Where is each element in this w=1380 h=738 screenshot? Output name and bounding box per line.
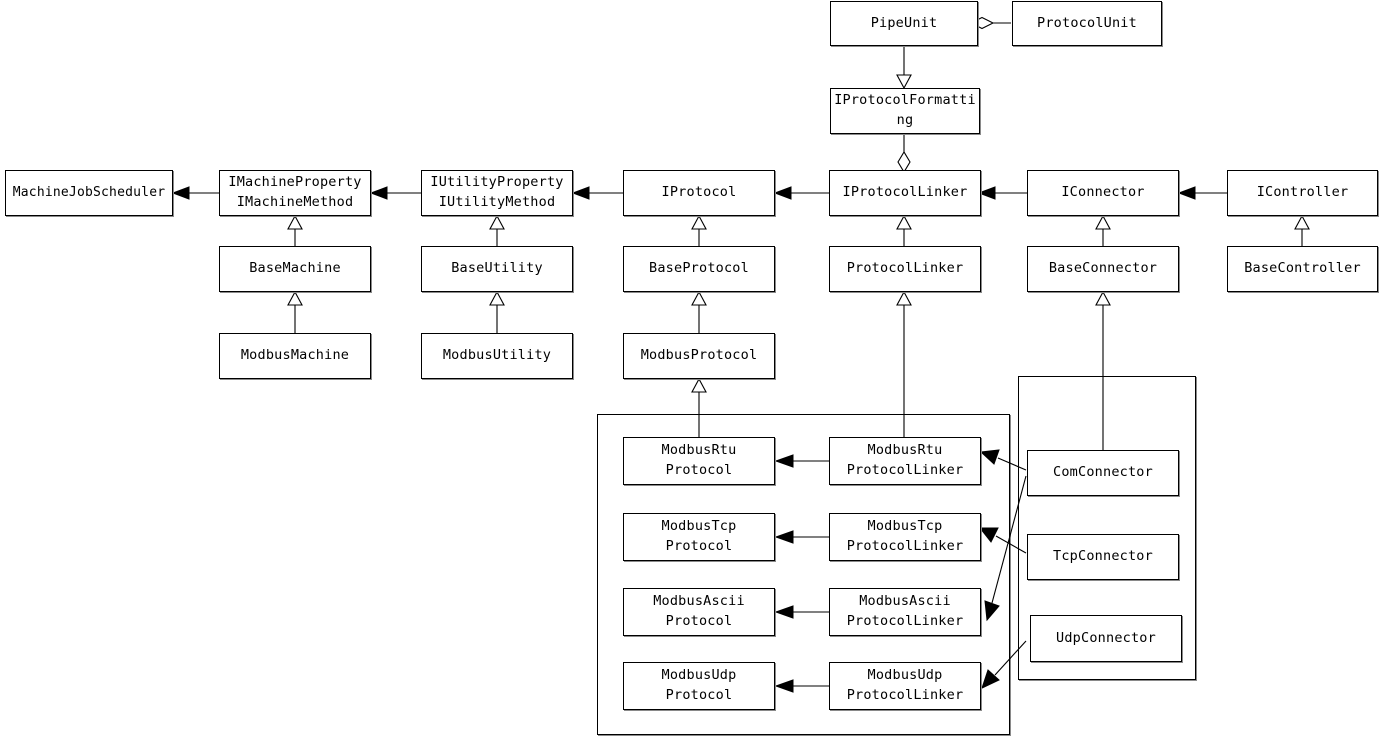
node-iprotocol-linker[interactable]: IProtocolLinker [829,170,981,216]
node-tcp-connector[interactable]: TcpConnector [1027,534,1179,580]
node-machine-job-scheduler[interactable]: MachineJobScheduler [5,170,173,216]
node-modbus-ascii-protocol[interactable]: ModbusAscii Protocol [623,588,775,636]
node-icontroller[interactable]: IController [1227,170,1378,216]
node-udp-connector[interactable]: UdpConnector [1030,615,1182,662]
node-protocol-linker[interactable]: ProtocolLinker [829,246,981,292]
node-modbus-utility[interactable]: ModbusUtility [421,333,573,379]
node-modbus-ascii-protocol-linker[interactable]: ModbusAscii ProtocolLinker [829,588,981,636]
node-iprotocol[interactable]: IProtocol [623,170,775,216]
connectors-group [1018,376,1196,680]
node-iprotocol-formatting[interactable]: IProtocolFormatti ng [830,88,980,134]
node-modbus-protocol[interactable]: ModbusProtocol [623,333,775,379]
node-pipe-unit[interactable]: PipeUnit [830,1,978,46]
node-base-connector[interactable]: BaseConnector [1027,246,1179,292]
node-modbus-tcp-protocol[interactable]: ModbusTcp Protocol [623,513,775,561]
node-modbus-rtu-protocol-linker[interactable]: ModbusRtu ProtocolLinker [829,437,981,485]
node-modbus-machine[interactable]: ModbusMachine [219,333,371,379]
node-modbus-tcp-protocol-linker[interactable]: ModbusTcp ProtocolLinker [829,513,981,561]
node-iconnector[interactable]: IConnector [1027,170,1179,216]
node-base-protocol[interactable]: BaseProtocol [623,246,775,292]
node-base-machine[interactable]: BaseMachine [219,246,371,292]
node-base-controller[interactable]: BaseController [1227,246,1378,292]
node-protocol-unit[interactable]: ProtocolUnit [1012,1,1162,46]
modbus-implementations-group [597,414,1010,735]
node-imachine-property[interactable]: IMachineProperty IMachineMethod [219,170,371,216]
node-modbus-udp-protocol[interactable]: ModbusUdp Protocol [623,662,775,710]
node-modbus-rtu-protocol[interactable]: ModbusRtu Protocol [623,437,775,485]
node-modbus-udp-protocol-linker[interactable]: ModbusUdp ProtocolLinker [829,662,981,710]
node-iutility-property[interactable]: IUtilityProperty IUtilityMethod [421,170,573,216]
node-com-connector[interactable]: ComConnector [1027,450,1179,496]
node-base-utility[interactable]: BaseUtility [421,246,573,292]
